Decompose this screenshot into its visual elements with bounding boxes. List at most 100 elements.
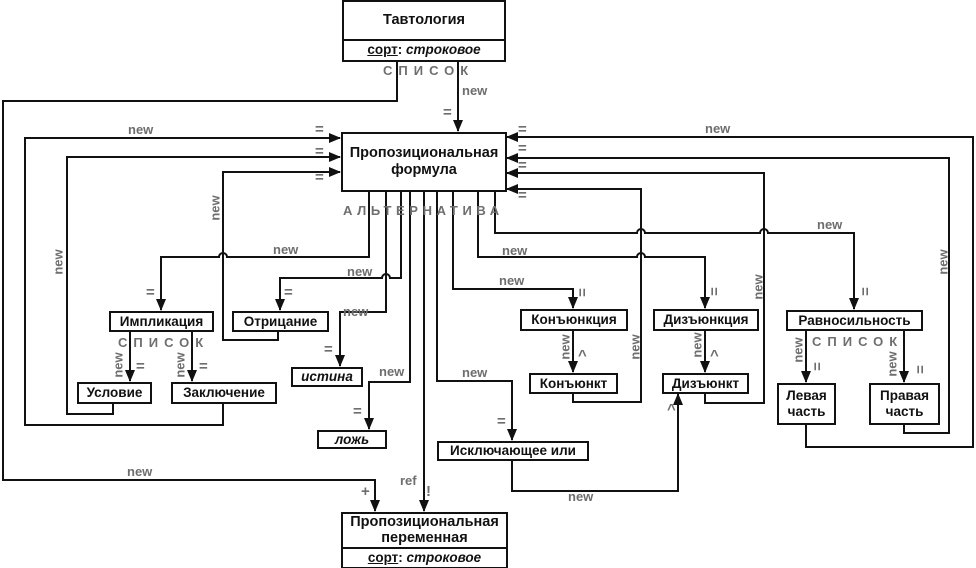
edge-formula-to-false [364, 192, 411, 430]
attribute-value: строковое [406, 549, 482, 565]
edge-label-new-vertical: new [750, 274, 766, 300]
node-false-constant: ложь [317, 430, 387, 449]
edge-label-new: new [705, 121, 731, 136]
edge-negation-to-formula [222, 167, 341, 341]
edge-label-new: new [568, 489, 594, 504]
node-negation: Отрицание [232, 311, 329, 332]
node-variable-title: Пропозициональная переменная [343, 514, 506, 547]
node-left-part-line1: Левая [786, 388, 827, 404]
edge-label-bang: ! [426, 483, 431, 500]
edge-label-new-vertical: new [790, 337, 806, 363]
edge-label-caret: ^ [578, 347, 587, 364]
edge-label-new: new [462, 83, 488, 98]
node-left-part: Левая часть [777, 383, 836, 425]
node-tautology: Тавтология сорт: строковое [342, 0, 506, 62]
edge-disjunct-to-formula [506, 168, 765, 404]
alternative-group-label: АЛЬТЕРНАТИВА [343, 203, 504, 218]
list-group-label-tautology: СПИСОК [383, 63, 475, 78]
node-conjunction: Конъюнкция [520, 309, 628, 331]
edge-formula-to-implication [156, 192, 370, 311]
edge-label-eq: = [518, 187, 527, 204]
node-left-part-line2: часть [787, 404, 826, 419]
node-tautology-title: Тавтология [383, 12, 465, 29]
node-right-part: Правая часть [869, 383, 940, 425]
edge-label-new-vertical: new [172, 352, 188, 378]
attribute-separator: : [398, 549, 407, 565]
edge-formula-to-true [335, 192, 387, 367]
edge-label-eq: = [315, 121, 324, 138]
edge-xor-to-disjunct [511, 393, 683, 492]
edge-label-new: new [462, 365, 488, 380]
edge-label-eq: = [807, 362, 825, 371]
edge-left-part-to-formula [506, 132, 974, 448]
edge-label-eq: = [315, 143, 324, 160]
edge-label-eq: = [199, 358, 208, 375]
edge-label-caret: ^ [667, 401, 676, 418]
attribute-separator: : [397, 42, 406, 58]
list-group-label-implication: СПИСОК [118, 335, 210, 350]
node-formula-line1: Пропозициональная [349, 145, 499, 162]
edge-label-plus: + [361, 483, 370, 500]
edge-label-eq: = [572, 288, 590, 297]
edge-label-eq: = [704, 287, 722, 296]
node-variable-line2: переменная [381, 530, 468, 547]
node-exclusive-or: Исключающее или [437, 441, 589, 461]
edge-label-new: new [502, 243, 528, 258]
edge-label-eq: = [910, 365, 928, 374]
edge-label-new-vertical: new [689, 332, 705, 358]
edge-label-new: new [127, 464, 153, 479]
node-right-part-line2: часть [885, 404, 924, 419]
node-equivalence: Равносильность [786, 310, 923, 331]
edge-condition-to-formula [66, 152, 341, 415]
edge-label-ref: ref [400, 473, 417, 488]
node-conclusion: Заключение [171, 382, 277, 404]
edge-formula-to-xor [436, 192, 517, 441]
node-condition: Условие [77, 382, 152, 404]
list-group-label-equivalence: СПИСОК [812, 334, 904, 349]
node-implication: Импликация [109, 311, 214, 332]
edge-label-eq: = [146, 284, 155, 301]
edge-label-eq: = [518, 121, 527, 138]
edge-label-new-vertical: new [884, 351, 900, 377]
edge-formula-to-conjunction [452, 192, 578, 309]
edge-conjunct-to-formula [506, 184, 642, 403]
edge-label-eq: = [855, 287, 873, 296]
edge-conclusion-to-formula [24, 133, 341, 426]
edge-label-new: new [499, 273, 525, 288]
edge-label-new-vertical: new [935, 249, 951, 275]
edge-right-part-to-formula [506, 153, 950, 434]
attribute-name: сорт [367, 42, 398, 58]
attribute-name: сорт [367, 549, 399, 565]
edge-label-eq: = [315, 169, 324, 186]
edge-label-eq: = [518, 140, 527, 157]
node-disjunct: Дизъюнкт [662, 373, 749, 394]
edge-label-new-vertical: new [627, 334, 643, 360]
edge-label-new-vertical: new [557, 334, 573, 360]
edge-label-eq: = [136, 358, 145, 375]
node-variable-attribute: сорт: строковое [343, 546, 506, 568]
edge-label-eq: = [497, 413, 506, 430]
edge-label-new-vertical: new [50, 249, 66, 275]
edge-label-caret: ^ [710, 347, 719, 364]
edge-label-eq: = [443, 104, 452, 121]
node-variable-line1: Пропозициональная [350, 513, 499, 530]
node-conjunct: Конъюнкт [529, 373, 618, 394]
edge-label-new-vertical: new [110, 352, 126, 378]
node-true-constant: истина [291, 367, 363, 387]
node-propositional-variable: Пропозициональная переменная сорт: строк… [341, 512, 508, 568]
node-right-part-line1: Правая [880, 388, 929, 404]
node-tautology-attribute: сорт: строковое [344, 39, 504, 60]
edge-label-new: new [273, 242, 299, 257]
node-disjunction: Дизъюнкция [653, 309, 759, 331]
edge-label-new: new [128, 122, 154, 137]
edge-label-new: new [343, 304, 369, 319]
edge-label-eq: = [284, 284, 293, 301]
edge-label-new-vertical: new [207, 195, 223, 221]
edge-label-eq: = [324, 341, 333, 358]
edge-tautology-to-variable [2, 62, 398, 512]
edge-label-eq: = [353, 403, 362, 420]
node-propositional-formula: Пропозициональная формула [341, 132, 507, 192]
attribute-value: строковое [406, 42, 481, 58]
